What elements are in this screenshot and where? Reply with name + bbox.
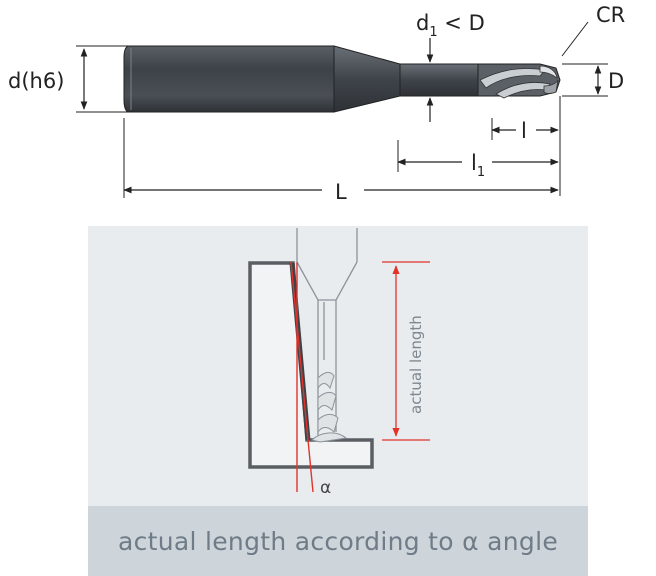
caption-bar: actual length according to α angle [88,506,588,576]
overall-length-label: L [335,180,347,204]
caption-text: actual length according to α angle [117,526,558,556]
end-mill-drawing: d(h6) d1 < D CR D l l1 L [8,3,625,204]
corner-radius-label: CR [596,3,625,27]
actual-length-label: actual length [407,315,425,414]
tool-flutes [311,371,348,443]
neck-diameter-label: d1 < D [416,11,485,40]
tool-cutting-head [477,63,561,99]
tool-shank [123,45,335,113]
alpha-label: α [320,478,331,498]
reach-length-label: l1 [471,151,485,180]
tool-neck [399,63,479,97]
cutting-diameter-label: D [608,69,624,93]
alpha-line-tilted [290,261,314,493]
shank-diameter-label: d(h6) [8,69,64,93]
tool-outline [296,228,358,440]
detail-illustration: α actual length [248,228,430,498]
cutting-length-label: l [521,119,527,143]
workpiece-wall [248,261,374,469]
tool-taper [333,45,401,113]
